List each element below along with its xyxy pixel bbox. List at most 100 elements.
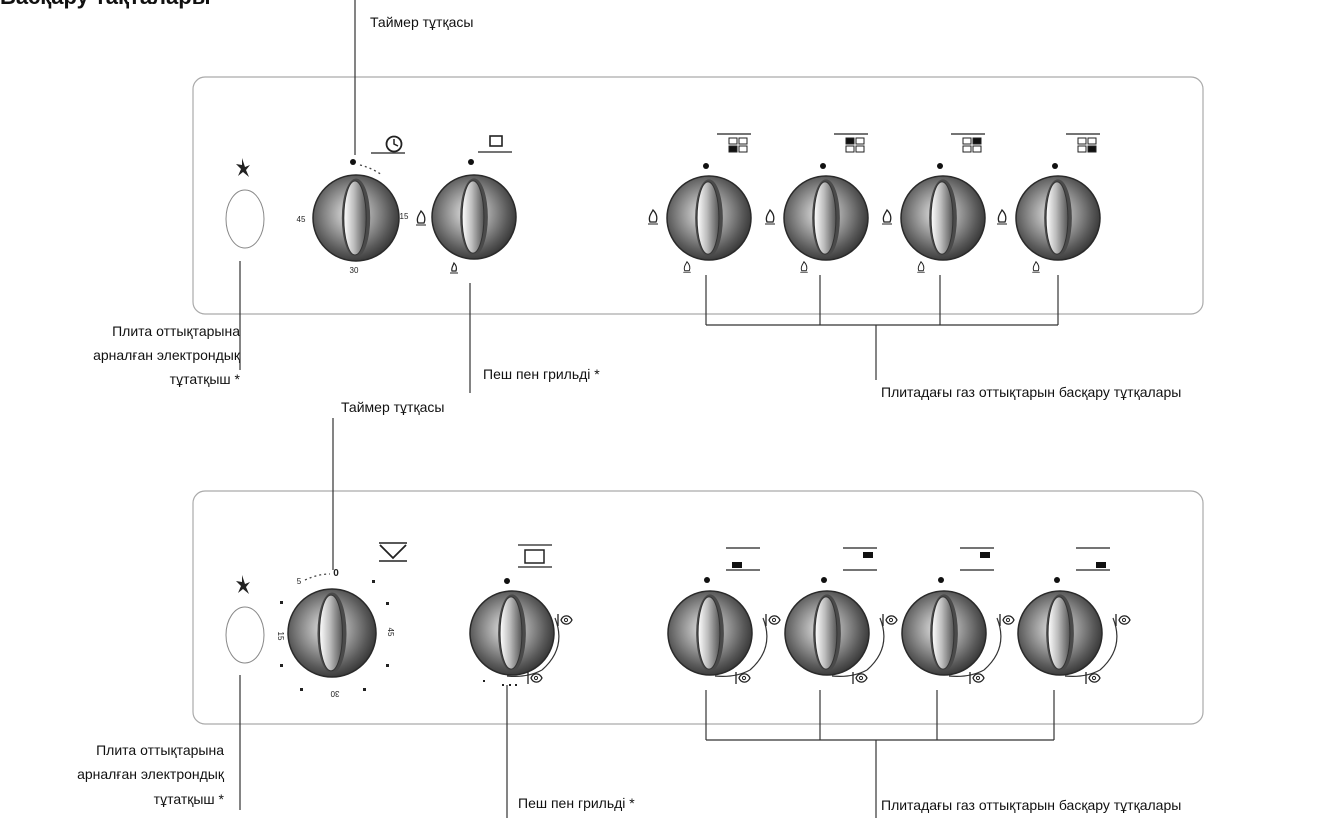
oven-dial-dots	[483, 680, 517, 686]
knob-grip	[697, 596, 721, 670]
knob-grip	[1045, 181, 1069, 255]
flame-icon	[999, 614, 1015, 626]
flame-arc	[506, 614, 573, 684]
burner-knob-bottom[interactable]	[1017, 590, 1103, 676]
flame-icon	[765, 614, 781, 626]
oven-grill-knob-bottom[interactable]	[469, 590, 555, 676]
knob-grip	[343, 180, 367, 256]
oven-icon	[478, 135, 512, 153]
igniter-label-bottom-line1: Плита оттықтарына	[96, 742, 224, 758]
panel-1-frame	[192, 76, 1204, 315]
timer-scale-label: 30	[350, 266, 359, 275]
burner-knob-top[interactable]	[783, 175, 869, 261]
page-heading: Басқару тақталары	[0, 0, 211, 10]
oven-grill-knob-top[interactable]	[431, 174, 517, 260]
oven-icon	[518, 544, 552, 568]
burner-knobs-label-top: Плитадағы газ оттықтарын басқару тұтқала…	[881, 384, 1182, 400]
flame-icon	[683, 260, 691, 273]
oven-grill-label-bottom: Пеш пен грильді *	[518, 795, 635, 811]
flame-icon	[1032, 260, 1040, 273]
burner-grid-icon	[834, 133, 868, 153]
position-dot	[703, 163, 709, 169]
burner-position-icon	[960, 547, 994, 571]
flame-icon	[882, 614, 898, 626]
flame-icon	[800, 260, 808, 273]
igniter-label-bottom-line3: тұтатқыш *	[153, 791, 224, 807]
timer-scale-ticks	[280, 580, 389, 691]
burner-knob-top[interactable]	[900, 175, 986, 261]
flame-icon	[852, 672, 868, 684]
timer-scale-label: 30	[330, 689, 339, 698]
burner-position-icon	[1076, 547, 1110, 571]
flame-icon	[450, 261, 458, 274]
burner-position-icon	[843, 547, 877, 571]
flame-icon	[917, 260, 925, 273]
flame-arc	[1064, 614, 1131, 684]
burner-knob-top[interactable]	[666, 175, 752, 261]
knob-grip	[931, 596, 955, 670]
clock-icon	[379, 542, 407, 562]
igniter-label-top-line3: тұтатқыш *	[169, 371, 240, 387]
timer-scale-label: 45	[297, 215, 306, 224]
knob-grip	[1047, 596, 1071, 670]
flame-arc	[506, 614, 573, 684]
position-dot	[937, 163, 943, 169]
flame-icon	[1115, 614, 1131, 626]
igniter-label-top-line1: Плита оттықтарына	[112, 323, 240, 339]
position-dot	[350, 159, 356, 165]
leader-lines-bottom	[239, 418, 1055, 818]
flame-icon	[735, 672, 751, 684]
position-dot	[820, 163, 826, 169]
igniter-label-top-line2: арналған электрондық	[93, 347, 240, 363]
position-dot	[1054, 577, 1060, 583]
timer-dial-track	[304, 573, 331, 581]
position-dot	[821, 577, 827, 583]
clock-icon	[371, 135, 405, 154]
burner-knob-top[interactable]	[1015, 175, 1101, 261]
flame-arc	[714, 614, 781, 684]
igniter-button-bottom	[225, 606, 265, 664]
burner-grid-icon	[951, 133, 985, 153]
burner-grid-icon	[717, 133, 751, 153]
knob-grip	[461, 180, 485, 254]
burner-knob-bottom[interactable]	[901, 590, 987, 676]
igniter-label-bottom-line2: арналған электрондық	[77, 766, 224, 782]
position-dot	[468, 159, 474, 165]
position-dot	[938, 577, 944, 583]
burner-knob-bottom[interactable]	[784, 590, 870, 676]
timer-knob-label-bottom: Таймер тұтқасы	[341, 399, 445, 415]
burner-knobs-label-bottom: Плитадағы газ оттықтарын басқару тұтқала…	[881, 797, 1182, 813]
burner-grid-icon	[1066, 133, 1100, 153]
timer-scale-label: 15	[276, 632, 285, 641]
burner-position-icon	[726, 547, 760, 571]
timer-knob-top[interactable]	[312, 174, 400, 262]
leader-lines-top	[239, 0, 1059, 393]
igniter-button-top	[225, 189, 265, 249]
timer-knob-bottom[interactable]	[287, 588, 377, 678]
flame-icon	[882, 208, 892, 225]
timer-scale-label: 45	[386, 628, 395, 637]
burner-knob-bottom[interactable]	[667, 590, 753, 676]
position-dot	[1052, 163, 1058, 169]
flame-icon	[557, 614, 573, 626]
position-dot	[504, 578, 510, 584]
knob-grip	[696, 181, 720, 255]
flame-icon	[1085, 672, 1101, 684]
panel-2-frame	[192, 490, 1204, 725]
oven-grill-label-top: Пеш пен грильді *	[483, 366, 600, 382]
flame-icon	[969, 672, 985, 684]
flame-icon	[648, 208, 658, 225]
timer-dial-track	[359, 164, 383, 176]
flame-icon	[527, 672, 543, 684]
knob-grip	[319, 594, 343, 672]
position-dot	[704, 577, 710, 583]
spark-icon	[236, 158, 250, 177]
flame-arc	[831, 614, 898, 684]
timer-scale-label: 5	[297, 577, 302, 586]
flame-arc	[948, 614, 1015, 684]
knob-grip	[813, 181, 837, 255]
spark-icon	[236, 575, 250, 594]
knob-grip	[499, 596, 523, 670]
